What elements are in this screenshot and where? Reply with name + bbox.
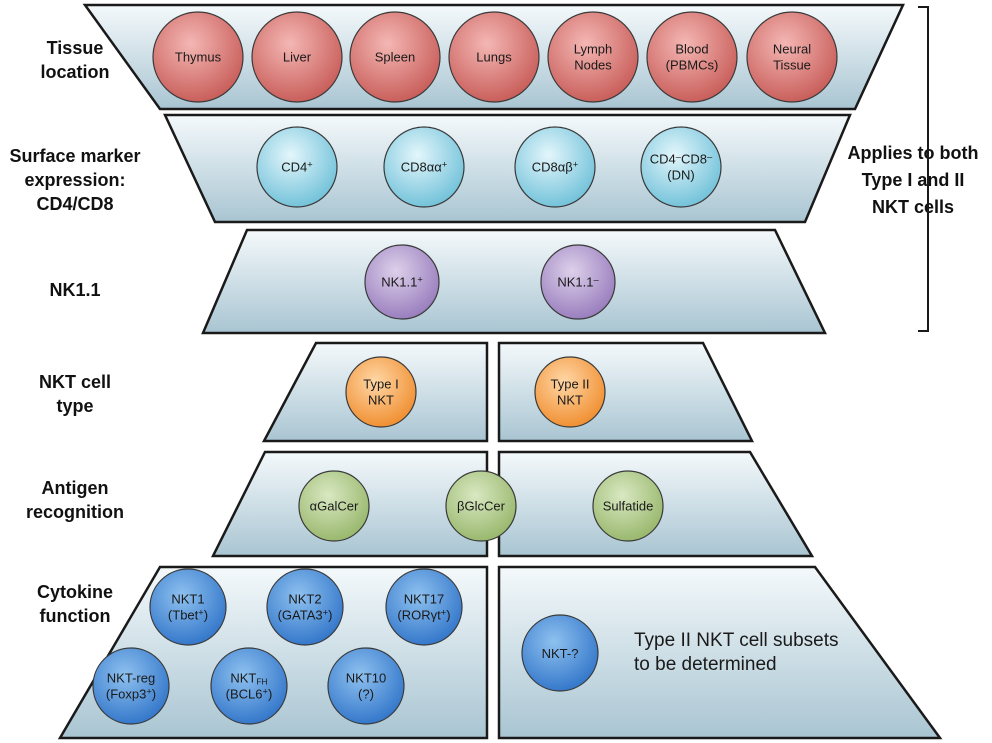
row-label-nkt-cell-type: NKT cell type (38, 372, 112, 416)
tissue-neural-label: Neural (773, 42, 811, 57)
cytokine-nkt17-shape (385, 568, 463, 646)
cytokine-nkt-fh-label: NKTFH (230, 671, 267, 687)
cytokine-nkt2-label: (GATA3+) (278, 607, 333, 623)
cytokine-nkt2: NKT2(GATA3+) (266, 568, 344, 646)
cytokine-nkt-fh-label: (BCL6+) (226, 686, 273, 702)
marker-cd4-label: CD4+ (281, 159, 312, 175)
antigen-bglccer-shape (445, 470, 517, 542)
cytokine-nkt1-label: (Tbet+) (168, 607, 208, 623)
row-label-cytokine-function: Cytokine function (36, 582, 114, 626)
antigen-agalcer-shape (298, 470, 370, 542)
cytokine-nkt2-label: NKT2 (288, 592, 321, 607)
cytokine-nkt-reg-shape (92, 647, 170, 725)
cytokine-nkt1-shape (149, 568, 227, 646)
nk11-positive: NK1.1+ (364, 244, 440, 320)
tissue-thymus: Thymus (152, 11, 244, 103)
tissue-liver: Liver (251, 11, 343, 103)
tissue-blood: Blood(PBMCs) (646, 11, 738, 103)
tissue-lymph-label: Lymph (574, 42, 613, 57)
panel-cytokine-ii (497, 565, 943, 740)
antigen-agalcer: αGalCer (298, 470, 370, 542)
tissue-spleen-shape (349, 11, 441, 103)
row-label-nk11: NK1.1 (49, 280, 101, 300)
marker-cd8aa-label: CD8αα+ (401, 159, 448, 175)
cytokine-nkt-reg-label: (Foxp3+) (106, 686, 156, 702)
tissue-spleen-label: Spleen (375, 50, 415, 65)
type-ii-nkt-shape (534, 356, 606, 428)
tissue-lungs: Lungs (448, 11, 540, 103)
cytokine-nkt10-label: (?) (358, 687, 374, 702)
cytokine-nkt10: NKT10(?) (327, 647, 405, 725)
tissue-neural-label: Tissue (773, 58, 811, 73)
tissue-blood-label: (PBMCs) (666, 58, 719, 73)
tissue-liver-label: Liver (283, 50, 312, 65)
marker-cd8aa: CD8αα+ (383, 126, 465, 208)
cytokine-nkt17-label: (RORγt+) (397, 607, 450, 623)
nk11-negative: NK1.1– (540, 244, 616, 320)
marker-cd8ab: CD8αβ+ (514, 126, 596, 208)
cytokine-nkt-unknown-label: NKT-? (542, 646, 579, 661)
marker-dn-shape (640, 126, 722, 208)
antigen-sulfatide-shape (592, 470, 664, 542)
nk11-positive-shape (364, 244, 440, 320)
type-i-nkt-label: Type I (363, 377, 398, 392)
marker-cd4: CD4+ (256, 126, 338, 208)
marker-dn-label: (DN) (667, 168, 694, 183)
nk11-negative-shape (540, 244, 616, 320)
row-label-tissue-location: Tissue location (40, 38, 110, 82)
nk11-positive-label: NK1.1+ (381, 274, 423, 290)
tissue-spleen: Spleen (349, 11, 441, 103)
nk11-negative-label: NK1.1– (557, 274, 599, 290)
marker-cd8ab-shape (514, 126, 596, 208)
tissue-liver-shape (251, 11, 343, 103)
marker-cd8aa-shape (383, 126, 465, 208)
row-label-antigen-recognition: Antigen recognition (26, 478, 124, 522)
cytokine-nkt-unknown: NKT-? (521, 614, 599, 692)
cytokine-nkt1-label: NKT1 (171, 592, 204, 607)
antigen-sulfatide: Sulfatide (592, 470, 664, 542)
antigen-bglccer: βGlcCer (445, 470, 517, 542)
type-i-nkt-shape (345, 356, 417, 428)
cytokine-nkt2-shape (266, 568, 344, 646)
cytokine-nkt-fh-shape (210, 647, 288, 725)
cytokine-nkt-fh: NKTFH(BCL6+) (210, 647, 288, 725)
tissue-lymph-label: Nodes (574, 58, 612, 73)
antigen-agalcer-label: αGalCer (310, 499, 359, 514)
cytokine-nkt17: NKT17(RORγt+) (385, 568, 463, 646)
type-ii-nkt-label: Type II (550, 377, 589, 392)
marker-dn: CD4–CD8–(DN) (640, 126, 722, 208)
cytokine-nkt-reg-label: NKT-reg (107, 671, 155, 686)
cytokine-nkt17-label: NKT17 (404, 592, 444, 607)
tissue-thymus-shape (152, 11, 244, 103)
panel-nk (201, 228, 827, 335)
marker-cd4-shape (256, 126, 338, 208)
cytokine-nkt1: NKT1(Tbet+) (149, 568, 227, 646)
tissue-lymph-shape (547, 11, 639, 103)
antigen-bglccer-label: βGlcCer (457, 499, 506, 514)
cytokine-nkt-unknown-shape (521, 614, 599, 692)
cytokine-nkt10-label: NKT10 (346, 671, 386, 686)
type-i-nkt-label: NKT (368, 393, 394, 408)
cytokine-nkt-reg: NKT-reg(Foxp3+) (92, 647, 170, 725)
row-label-surface-marker: Surface marker expression: CD4/CD8 (9, 146, 141, 214)
marker-dn-label: CD4–CD8– (650, 151, 713, 167)
bracket-note: Applies to both Type I and II NKT cells (847, 143, 979, 217)
tissue-lungs-label: Lungs (476, 50, 512, 65)
tissue-thymus-label: Thymus (175, 50, 222, 65)
tissue-lungs-shape (448, 11, 540, 103)
tissue-blood-label: Blood (675, 42, 708, 57)
antigen-sulfatide-label: Sulfatide (603, 499, 654, 514)
bracket-line (918, 6, 929, 332)
tissue-blood-shape (646, 11, 738, 103)
marker-cd8ab-label: CD8αβ+ (532, 159, 578, 175)
tissue-neural-shape (746, 11, 838, 103)
cytokine-nkt10-shape (327, 647, 405, 725)
type-ii-nkt-label: NKT (557, 393, 583, 408)
